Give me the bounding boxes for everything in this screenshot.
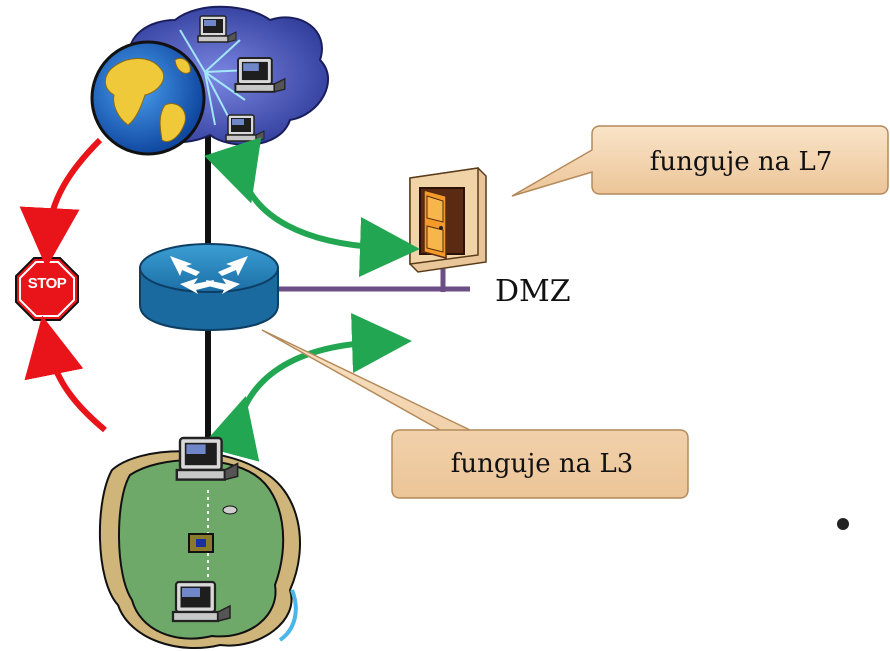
starburst-icon [179, 29, 251, 126]
blocked-arrow-down [19, 137, 103, 268]
mouse-icon [222, 505, 238, 515]
lan-island-icon [98, 450, 301, 649]
router-icon [139, 243, 279, 332]
callout-l7 [511, 125, 889, 197]
door-icon [409, 167, 487, 273]
callout-l3-text: funguje na L3 [450, 449, 634, 479]
blocked-arrow-up [24, 315, 107, 433]
globe-icon [90, 40, 206, 156]
dmz-label: DMZ [495, 274, 571, 309]
allowed-arrow-internet-door [204, 137, 420, 277]
stop-sign-label: STOP [27, 275, 67, 292]
bullet-point [837, 518, 849, 530]
callout-l3 [261, 329, 689, 499]
allowed-arrow-lan-router [201, 313, 412, 462]
callout-l7-text: funguje na L7 [649, 147, 833, 177]
